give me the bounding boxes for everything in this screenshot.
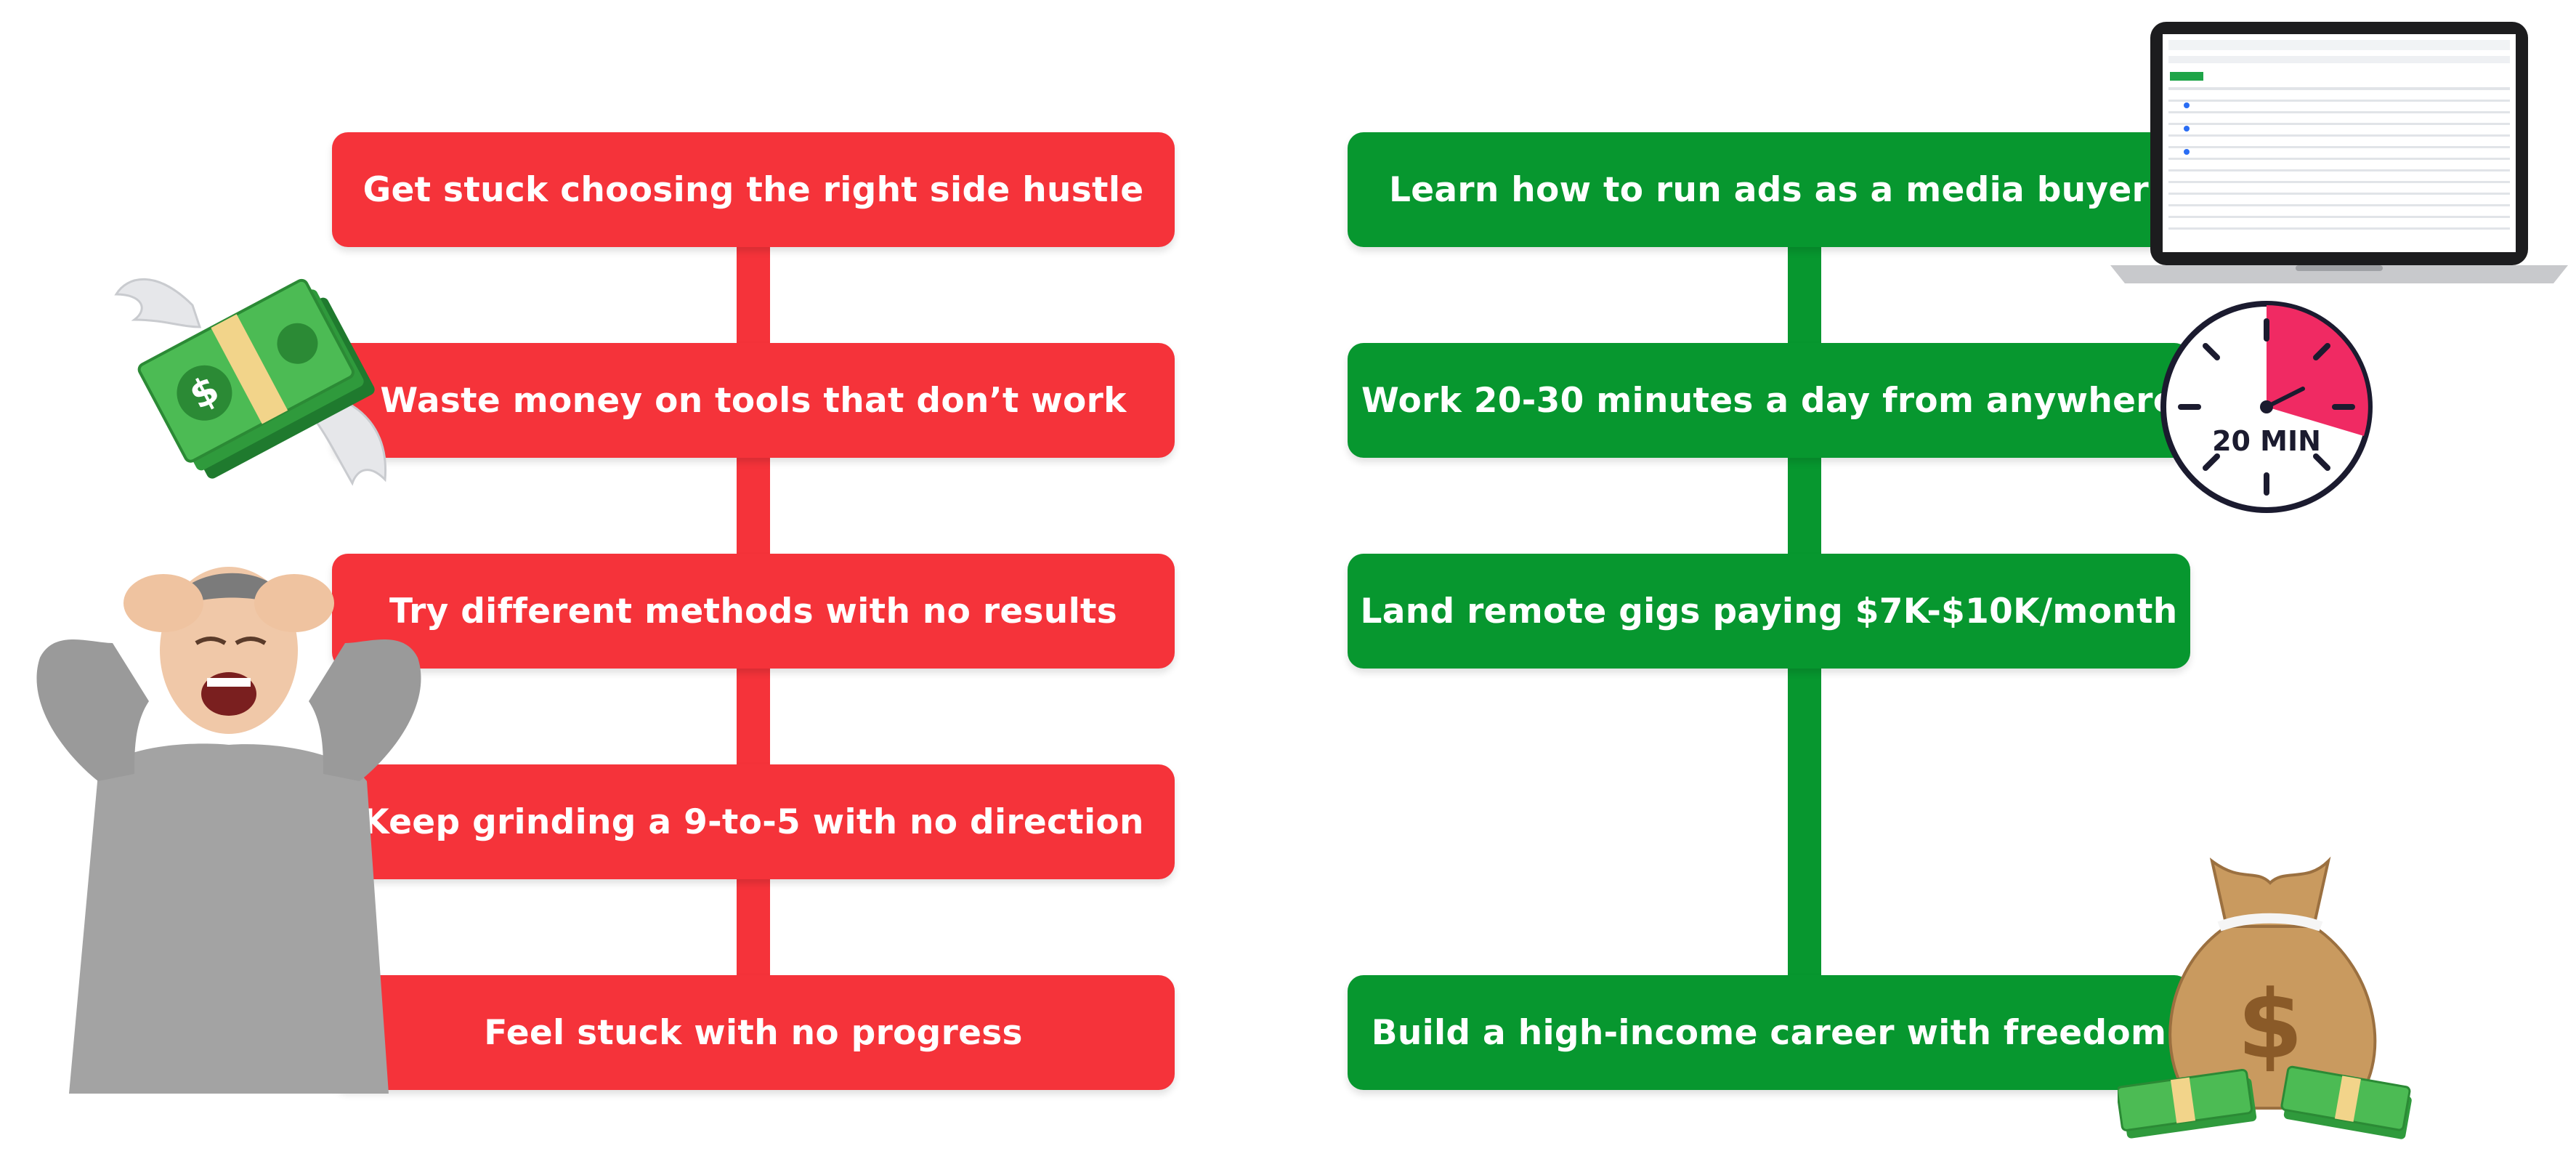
problem-item-4: Keep grinding a 9-to-5 with no direction [332,764,1175,879]
timer-label: 20 MIN [2212,425,2321,457]
problem-item-2: Waste money on tools that don’t work [332,343,1175,458]
problem-item-1: Get stuck choosing the right side hustle [332,132,1175,247]
solution-item-1: Learn how to run ads as a media buyer [1348,132,2190,247]
problem-item-3: Try different methods with no results [332,554,1175,669]
solution-item-3: Land remote gigs paying $7K-$10K/month [1348,554,2190,669]
svg-text:$: $ [2237,969,2303,1080]
stressed-man-image [36,567,421,1094]
timer-icon [2160,301,2373,513]
solution-item-2: Work 20-30 minutes a day from anywhere [1348,343,2190,458]
money-bag-icon: $ [2118,856,2412,1139]
laptop-icon [2110,22,2568,283]
problem-item-5: Feel stuck with no progress [332,975,1175,1090]
flying-money-icon: $ [114,278,387,486]
solution-item-4: Build a high-income career with freedom [1348,975,2190,1090]
